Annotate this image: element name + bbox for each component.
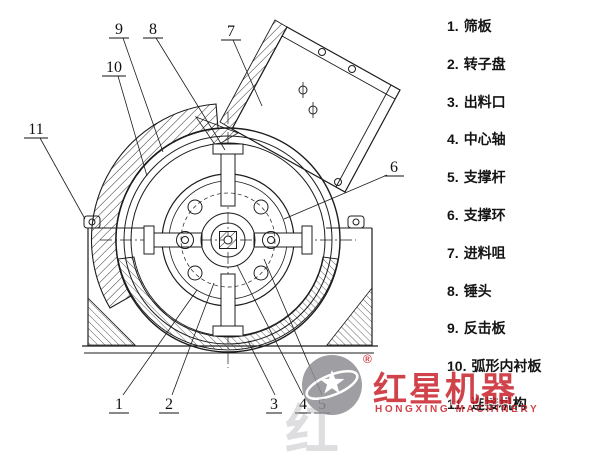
legend-label: 中心轴 [463, 131, 506, 148]
callout-3: 3 [270, 396, 278, 413]
callout-2: 2 [165, 396, 173, 413]
legend-item-10: 10. 弧形内衬板 [447, 358, 541, 375]
diagram-stage: 9 8 7 10 11 6 1 2 3 4 5 [24, 18, 542, 461]
legend-item-3: 3. 出料口 [447, 94, 541, 111]
legend-num: 5. [447, 169, 459, 186]
legend-num: 3. [447, 93, 459, 110]
legend-item-8: 8. 锤头 [447, 283, 541, 300]
legend-label: 筛板 [463, 18, 492, 34]
legend-label: 支撑杆 [463, 169, 506, 186]
callout-10: 10 [106, 59, 122, 76]
legend-item-4: 4. 中心轴 [447, 131, 541, 148]
legend-num: 2. [447, 55, 459, 72]
rotor-bolts [176, 192, 280, 288]
callout-11: 11 [28, 121, 43, 138]
callout-6: 6 [390, 159, 398, 176]
callout-9: 9 [115, 21, 123, 38]
legend-num: 10. [447, 358, 467, 375]
arc-lining-plate [90, 103, 219, 309]
base-frame [82, 227, 378, 354]
legend-label: 连接机构 [470, 395, 527, 412]
legend-num: 7. [447, 244, 459, 261]
legend-item-11: 11. 连接机构 [447, 396, 541, 413]
crusher-illustration [82, 19, 401, 368]
legend-item-7: 7. 进料咀 [447, 245, 541, 262]
machine-drawing: 9 8 7 10 11 6 1 2 3 4 5 [24, 19, 404, 414]
callout-4: 4 [299, 396, 307, 413]
legend-item-5: 5. 支撑杆 [447, 169, 541, 186]
legend-item-9: 9. 反击板 [447, 320, 541, 337]
legend-item-2: 2. 转子盘 [447, 56, 541, 73]
legend-num: 4. [447, 131, 459, 148]
legend-label: 支撑环 [463, 206, 506, 223]
legend: 1. 筛板 2. 转子盘 3. 出料口 4. 中心轴 5. 支撑杆 6. 支撑环… [447, 18, 541, 413]
legend-label: 出料口 [463, 93, 506, 110]
legend-item-6: 6. 支撑环 [447, 207, 541, 224]
connection-lug [83, 178, 365, 229]
central-shaft [200, 212, 256, 268]
legend-label: 弧形内衬板 [471, 358, 542, 375]
rotor-arms [143, 143, 313, 337]
legend-label: 进料咀 [463, 244, 506, 261]
legend-num: 11. [447, 395, 466, 412]
legend-label: 反击板 [463, 320, 506, 337]
callout-5: 5 [318, 396, 326, 413]
legend-num: 9. [447, 320, 459, 337]
legend-label: 转子盘 [463, 55, 506, 72]
feed-chute [194, 19, 401, 193]
callout-1: 1 [115, 396, 123, 413]
callout-7: 7 [227, 23, 235, 40]
callout-8: 8 [149, 21, 157, 38]
legend-num: 1. [447, 18, 459, 34]
legend-item-1: 1. 筛板 [447, 18, 541, 35]
legend-label: 锤头 [463, 282, 492, 299]
legend-num: 8. [447, 282, 459, 299]
legend-num: 6. [447, 206, 459, 223]
